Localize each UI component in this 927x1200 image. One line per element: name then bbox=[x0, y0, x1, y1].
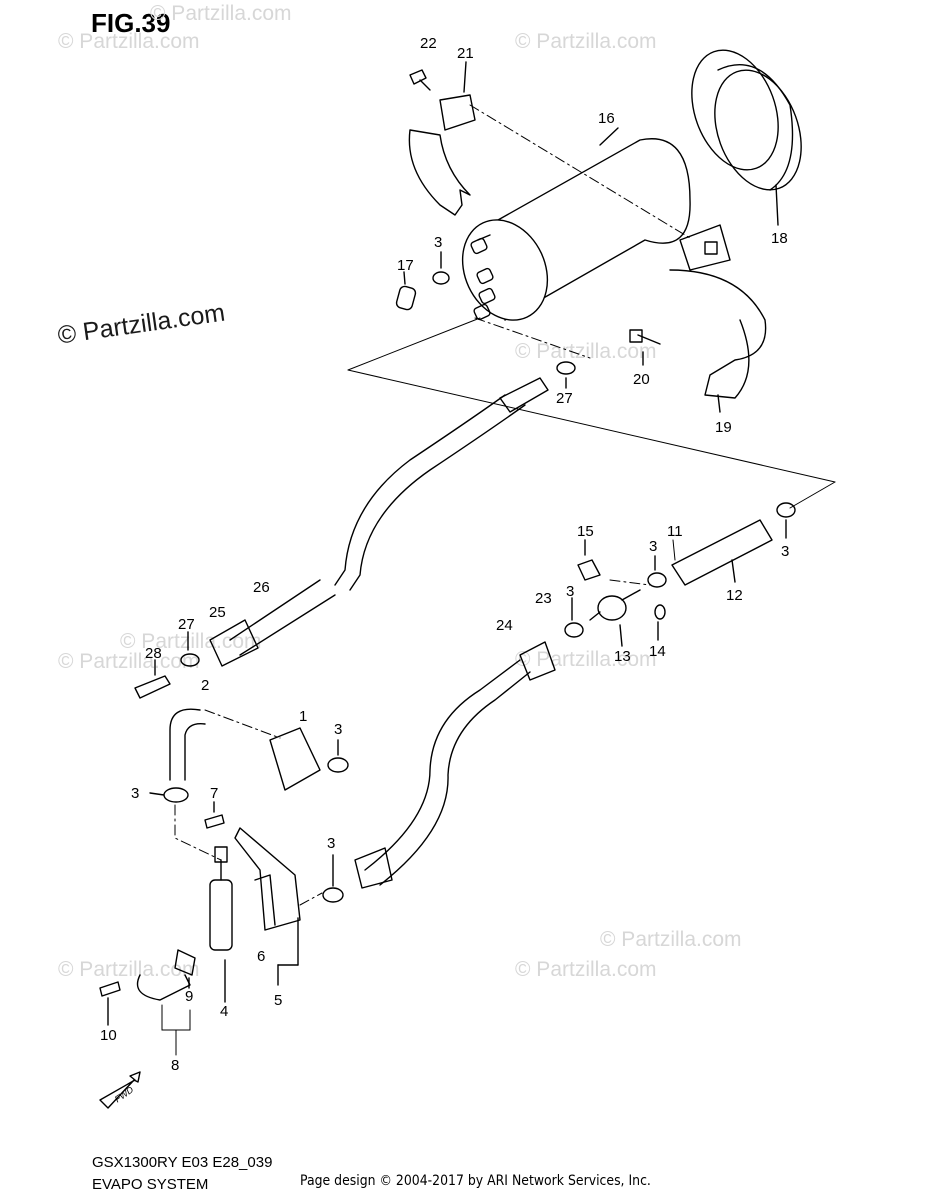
callout-28: 28 bbox=[145, 645, 162, 662]
callout-3: 3 bbox=[131, 785, 139, 802]
callout-3: 3 bbox=[434, 234, 442, 251]
bracket-lower[interactable] bbox=[629, 224, 767, 413]
washer-14[interactable] bbox=[654, 604, 666, 641]
clamp-3-upper[interactable] bbox=[432, 251, 450, 285]
callout-22: 22 bbox=[420, 35, 437, 52]
hose-2[interactable] bbox=[169, 708, 321, 791]
watermark: © Partzilla.com bbox=[58, 650, 200, 673]
callout-1: 1 bbox=[299, 708, 307, 725]
clamp-3-mid[interactable] bbox=[322, 854, 344, 903]
figure-title: FIG.39 bbox=[91, 8, 171, 38]
callout-26: 26 bbox=[253, 579, 270, 596]
callout-27: 27 bbox=[556, 390, 573, 407]
callout-24: 24 bbox=[496, 617, 513, 634]
watermark: © Partzilla.com bbox=[515, 958, 657, 981]
model-code: GSX1300RY E03 E28_039 bbox=[92, 1154, 273, 1171]
bracket-upper[interactable] bbox=[408, 61, 476, 216]
watermark: © Partzilla.com bbox=[515, 648, 657, 671]
watermark: © Partzilla.com bbox=[515, 30, 657, 53]
callout-7: 7 bbox=[210, 785, 218, 802]
watermark: © Partzilla.com bbox=[600, 928, 742, 951]
callout-2: 2 bbox=[201, 677, 209, 694]
fitting-28[interactable] bbox=[134, 659, 171, 699]
callout-8: 8 bbox=[171, 1057, 179, 1074]
section-name: EVAPO SYSTEM bbox=[92, 1176, 209, 1193]
callout-3: 3 bbox=[781, 543, 789, 560]
callout-25: 25 bbox=[209, 604, 226, 621]
hose-26[interactable] bbox=[229, 377, 549, 656]
callout-3: 3 bbox=[334, 721, 342, 738]
hose-24[interactable] bbox=[354, 659, 531, 889]
screw-10[interactable] bbox=[99, 981, 121, 1026]
callout-13: 13 bbox=[614, 648, 631, 665]
footer-info: GSX1300RY E03 E28_039 EVAPO SYSTEM bbox=[92, 1152, 272, 1196]
clamp-3-far-right[interactable] bbox=[776, 502, 796, 539]
callout-10: 10 bbox=[100, 1027, 117, 1044]
callout-5: 5 bbox=[274, 992, 282, 1009]
canister[interactable] bbox=[447, 127, 691, 334]
watermark: © Partzilla.com bbox=[58, 30, 200, 53]
clamp-9[interactable] bbox=[136, 949, 196, 1001]
callout-23: 23 bbox=[535, 590, 552, 607]
callout-18: 18 bbox=[771, 230, 788, 247]
valve-13[interactable] bbox=[589, 589, 641, 647]
callout-6: 6 bbox=[257, 948, 265, 965]
callout-27: 27 bbox=[178, 616, 195, 633]
clamp-3-left[interactable] bbox=[327, 739, 349, 773]
valve-4[interactable] bbox=[209, 846, 233, 1003]
watermark: © Partzilla.com bbox=[515, 340, 657, 363]
hose-23[interactable] bbox=[519, 641, 556, 681]
screw-15[interactable] bbox=[577, 539, 601, 581]
callout-20: 20 bbox=[633, 371, 650, 388]
bracket-5[interactable] bbox=[234, 827, 301, 986]
callout-14: 14 bbox=[649, 643, 666, 660]
watermark: © Partzilla.com bbox=[150, 2, 292, 25]
clamp-27-lower[interactable] bbox=[180, 631, 200, 667]
clamp-3-left2[interactable] bbox=[149, 787, 189, 803]
watermark: © Partzilla.com bbox=[120, 630, 262, 653]
canister-band[interactable] bbox=[676, 38, 817, 226]
callout-11: 11 bbox=[667, 523, 683, 540]
page-design-credit: Page design © 2004-2017 by ARI Network S… bbox=[300, 1173, 651, 1189]
clamp-3-right[interactable] bbox=[564, 597, 584, 638]
fwd-label: FWD bbox=[113, 1084, 136, 1104]
callout-16: 16 bbox=[598, 110, 615, 127]
callout-12: 12 bbox=[726, 587, 743, 604]
callout-21: 21 bbox=[457, 45, 474, 62]
hose-25[interactable] bbox=[209, 619, 259, 667]
fwd-arrow-icon bbox=[99, 1071, 141, 1109]
clamp-27-upper[interactable] bbox=[556, 361, 576, 389]
clamp-3-right2[interactable] bbox=[647, 555, 667, 588]
watermark: © Partzilla.com bbox=[58, 958, 200, 981]
callout-17: 17 bbox=[397, 257, 414, 274]
hose-12[interactable] bbox=[671, 519, 773, 586]
callout-3: 3 bbox=[327, 835, 335, 852]
callout-3: 3 bbox=[566, 583, 574, 600]
screw-7[interactable] bbox=[204, 801, 225, 829]
callout-9: 9 bbox=[185, 988, 193, 1005]
callout-15: 15 bbox=[577, 523, 594, 540]
cap-17[interactable] bbox=[395, 271, 417, 311]
callout-3: 3 bbox=[649, 538, 657, 555]
callout-4: 4 bbox=[220, 1003, 228, 1020]
callout-19: 19 bbox=[715, 419, 732, 436]
